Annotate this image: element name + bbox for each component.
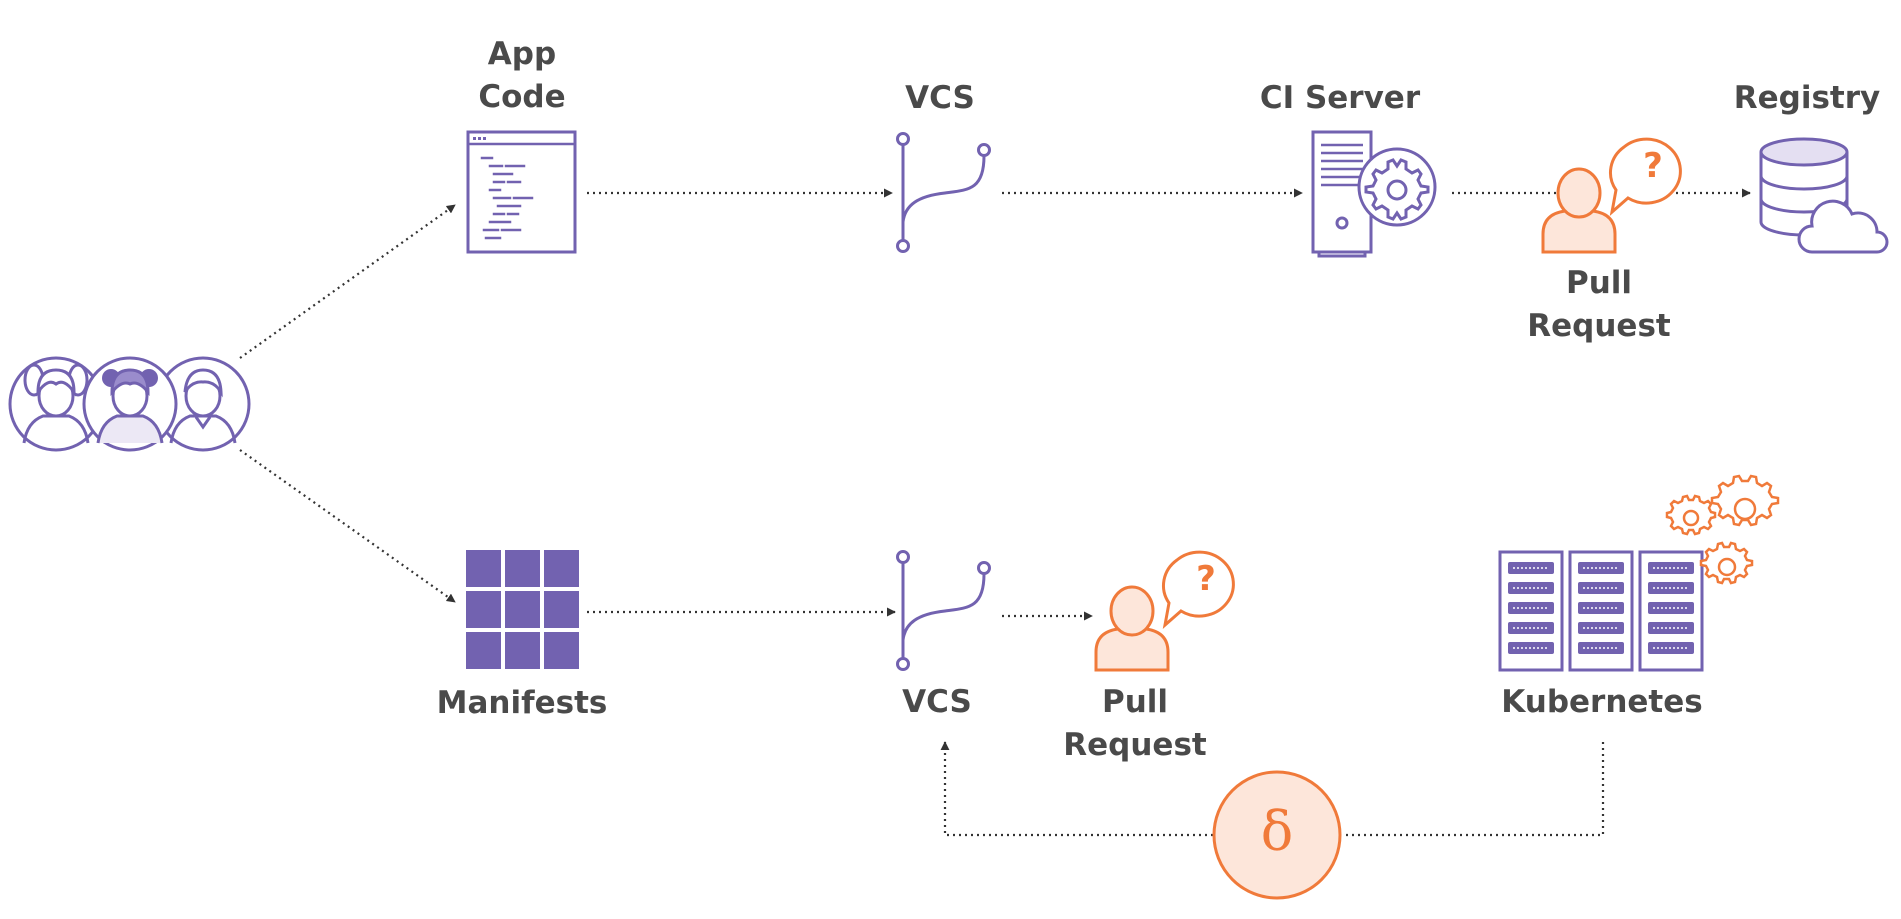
server-gear-icon: [1311, 130, 1437, 258]
code-file-icon: [466, 130, 577, 254]
edge-team-to-manifests: [239, 449, 456, 603]
label-vcs-bottom: VCS: [902, 684, 972, 720]
svg-text:?: ?: [1643, 146, 1663, 186]
gear-medium-icon: [1699, 541, 1754, 585]
label-pull-request-bottom: Pull Request: [1063, 681, 1206, 767]
team-avatars-icon: [8, 356, 251, 452]
label-vcs-top: VCS: [905, 80, 975, 116]
server-racks-gears-icon: [1498, 474, 1780, 672]
person-question-icon-bottom: ?: [1094, 550, 1235, 672]
database-cloud-icon: [1759, 137, 1889, 254]
gear-large-icon: [1710, 474, 1780, 527]
avatar-girl-buns: [82, 356, 178, 452]
gear-small-icon: [1665, 494, 1717, 536]
label-manifests: Manifests: [436, 685, 608, 721]
edge-diff-to-vcs: [940, 741, 1213, 837]
avatar-boy: [155, 356, 251, 452]
delta-circle-icon: [1212, 770, 1342, 900]
svg-text:?: ?: [1196, 559, 1216, 599]
label-app-code: App Code: [478, 33, 565, 119]
branch-icon: [896, 132, 991, 253]
label-pull-request-top-line: Pull Request: [1527, 265, 1671, 344]
label-app-code-line: App Code: [478, 36, 566, 115]
edge-team-to-app-code: [239, 204, 456, 359]
edge-kubernetes-to-diff: [1342, 742, 1605, 837]
delta-symbol: δ: [1260, 800, 1294, 863]
grid-icon: [466, 550, 579, 669]
label-pull-request-bottom-line: Pull Request: [1063, 684, 1207, 763]
avatar-girl-pigtails: [8, 356, 104, 452]
label-registry: Registry: [1733, 80, 1881, 116]
label-pull-request-top: Pull Request: [1527, 262, 1670, 348]
branch-icon-bottom: [896, 550, 991, 671]
label-kubernetes: Kubernetes: [1501, 684, 1703, 720]
label-ci-server: CI Server: [1259, 80, 1421, 116]
person-question-icon: ?: [1541, 137, 1682, 254]
